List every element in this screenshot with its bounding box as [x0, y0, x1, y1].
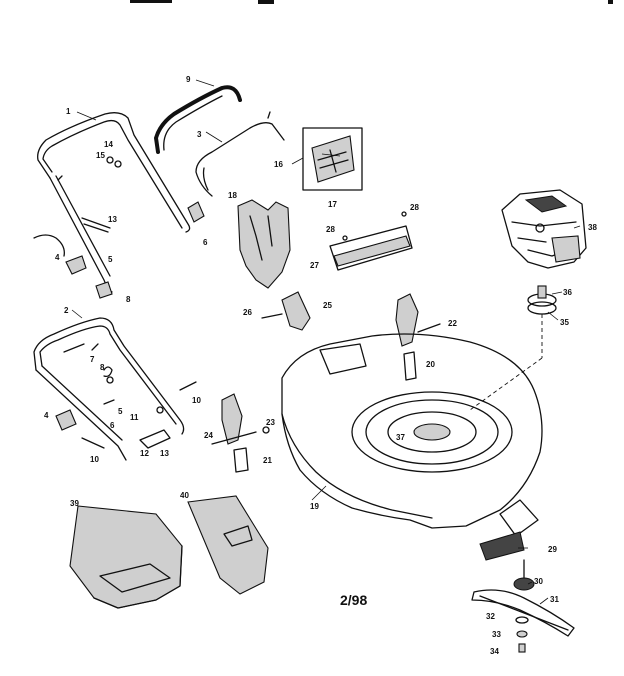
part-label-38: 38: [588, 223, 597, 232]
part-label-28a: 28: [326, 225, 335, 234]
part-label-29: 29: [548, 545, 557, 554]
blade-adapter: [513, 559, 535, 591]
part-label-25: 25: [323, 301, 332, 310]
part-label-13b: 13: [160, 449, 169, 458]
part-label-28b: 28: [410, 203, 419, 212]
discharge-chute: [187, 495, 269, 595]
date-code: 2/98: [340, 592, 367, 608]
part-label-12: 12: [140, 449, 149, 458]
part-label-18: 18: [228, 191, 237, 200]
deck-baffle: [479, 531, 525, 561]
mulch-plug-bracket: [261, 291, 311, 331]
upper-handle: [37, 112, 191, 293]
part-label-32: 32: [486, 612, 495, 621]
part-label-30: 30: [534, 577, 543, 586]
blade: [471, 589, 575, 637]
part-label-27: 27: [310, 261, 319, 270]
grip-bar: [154, 85, 242, 154]
part-label-11: 11: [130, 413, 139, 422]
part-label-5b: 5: [118, 407, 123, 416]
part-label-4b: 4: [44, 411, 49, 420]
part-label-15: 15: [96, 151, 105, 160]
control-bail: [195, 111, 285, 197]
part-label-1: 1: [66, 107, 71, 116]
grass-bag: [69, 505, 183, 609]
part-number-labels: 1 9 3 16 17 14 15 13 4 5 6 8 18 28 28 27…: [44, 75, 597, 656]
part-label-4a: 4: [55, 253, 60, 262]
part-label-14: 14: [104, 140, 113, 149]
leader-lines: [71, 79, 581, 605]
part-label-6b: 6: [110, 421, 115, 430]
rear-shield: [237, 199, 291, 289]
part-label-40: 40: [180, 491, 189, 500]
part-label-31: 31: [550, 595, 559, 604]
part-label-19: 19: [310, 502, 319, 511]
part-label-20: 20: [426, 360, 435, 369]
right-height-adjuster: [395, 293, 441, 381]
part-label-35: 35: [560, 318, 569, 327]
blade-hardware: [515, 616, 529, 653]
part-label-13a: 13: [108, 215, 117, 224]
rear-baffle: [329, 211, 413, 271]
part-label-36: 36: [563, 288, 572, 297]
part-label-39: 39: [70, 499, 79, 508]
part-label-6a: 6: [203, 238, 208, 247]
left-height-adjuster: [211, 393, 270, 473]
part-label-21: 21: [263, 456, 272, 465]
part-label-23: 23: [266, 418, 275, 427]
part-label-5a: 5: [108, 255, 113, 264]
part-label-34: 34: [490, 647, 499, 656]
part-label-37: 37: [396, 433, 405, 442]
part-label-8a: 8: [126, 295, 131, 304]
part-label-8b: 8: [100, 363, 105, 372]
part-label-2: 2: [64, 306, 69, 315]
part-label-10b: 10: [90, 455, 99, 464]
pulley: [469, 285, 557, 411]
part-label-33: 33: [492, 630, 501, 639]
part-label-9: 9: [186, 75, 191, 84]
part-label-7: 7: [90, 355, 95, 364]
part-label-16: 16: [274, 160, 283, 169]
part-label-22: 22: [448, 319, 457, 328]
handle-hardware: [33, 156, 205, 449]
engine: [501, 189, 587, 269]
part-label-3: 3: [197, 130, 202, 139]
top-edge-marks: [130, 0, 613, 4]
part-label-26: 26: [243, 308, 252, 317]
part-label-17: 17: [328, 200, 337, 209]
part-label-24: 24: [204, 431, 213, 440]
mower-deck: [281, 333, 543, 537]
cable-guide-inset: [291, 127, 363, 191]
part-label-10a: 10: [192, 396, 201, 405]
lower-handle: [33, 317, 185, 461]
